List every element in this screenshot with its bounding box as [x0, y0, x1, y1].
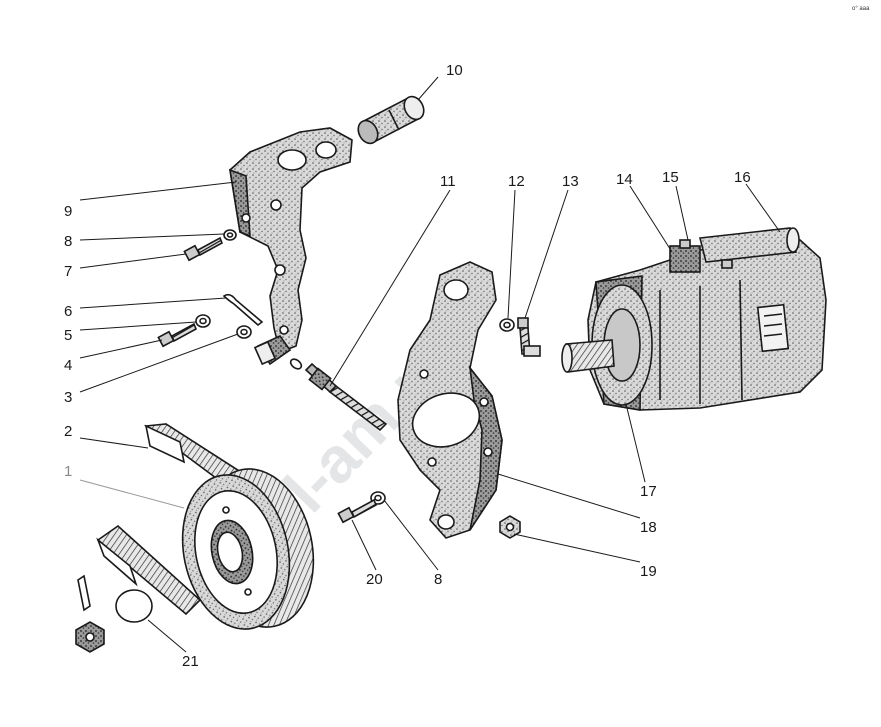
- castle-nut: [75, 574, 105, 653]
- part-4-bolt: [157, 322, 198, 348]
- part-19-nut: [499, 515, 521, 539]
- callout-7: 7: [64, 263, 72, 280]
- callout-9: 9: [64, 203, 72, 220]
- callout-5: 5: [64, 327, 72, 344]
- part-9-bracket: [228, 127, 353, 366]
- part-20-bolt: [337, 498, 378, 524]
- callout-labels: 10 9 8 7 6 5 4 3 2 1 11 12 13 14 15 16 1…: [64, 62, 751, 670]
- part-10-bushing: [357, 95, 425, 145]
- callout-6: 6: [64, 303, 72, 320]
- callout-14: 14: [616, 171, 633, 188]
- callout-20: 20: [366, 571, 383, 588]
- callout-10: 10: [446, 62, 463, 79]
- part-17-compressor-unit: [561, 227, 827, 411]
- part-13-bolt: [517, 317, 541, 357]
- callout-12: 12: [508, 173, 525, 190]
- callout-16: 16: [734, 169, 751, 186]
- part-5-washer: [195, 314, 211, 328]
- callout-2: 2: [64, 423, 72, 440]
- callout-19: 19: [640, 563, 657, 580]
- part-12-washer: [499, 318, 515, 332]
- part-21-o-ring: [115, 589, 153, 623]
- callout-21: 21: [182, 653, 199, 670]
- part-1-pulley: [181, 468, 315, 630]
- callout-11: 11: [440, 173, 456, 190]
- part-11-adjusting-screw: [289, 358, 388, 432]
- part-6-cotter-pin: [222, 293, 264, 327]
- callout-1: 1: [64, 463, 72, 480]
- callout-17: 17: [640, 483, 657, 500]
- leader-lines: [79, 76, 781, 653]
- callout-15: 15: [662, 169, 679, 186]
- part-7-bolt: [183, 236, 224, 262]
- callout-4: 4: [64, 357, 72, 374]
- callout-8-bottom: 8: [434, 571, 442, 588]
- callout-18: 18: [640, 519, 657, 536]
- callout-13: 13: [562, 173, 579, 190]
- callout-8-top: 8: [64, 233, 72, 250]
- callout-3: 3: [64, 389, 72, 406]
- part-8-washer-top: [223, 229, 237, 241]
- part-18-mounting-bracket: [397, 261, 503, 539]
- corner-mark: o° aaa: [852, 6, 870, 12]
- part-3-washer: [236, 325, 252, 339]
